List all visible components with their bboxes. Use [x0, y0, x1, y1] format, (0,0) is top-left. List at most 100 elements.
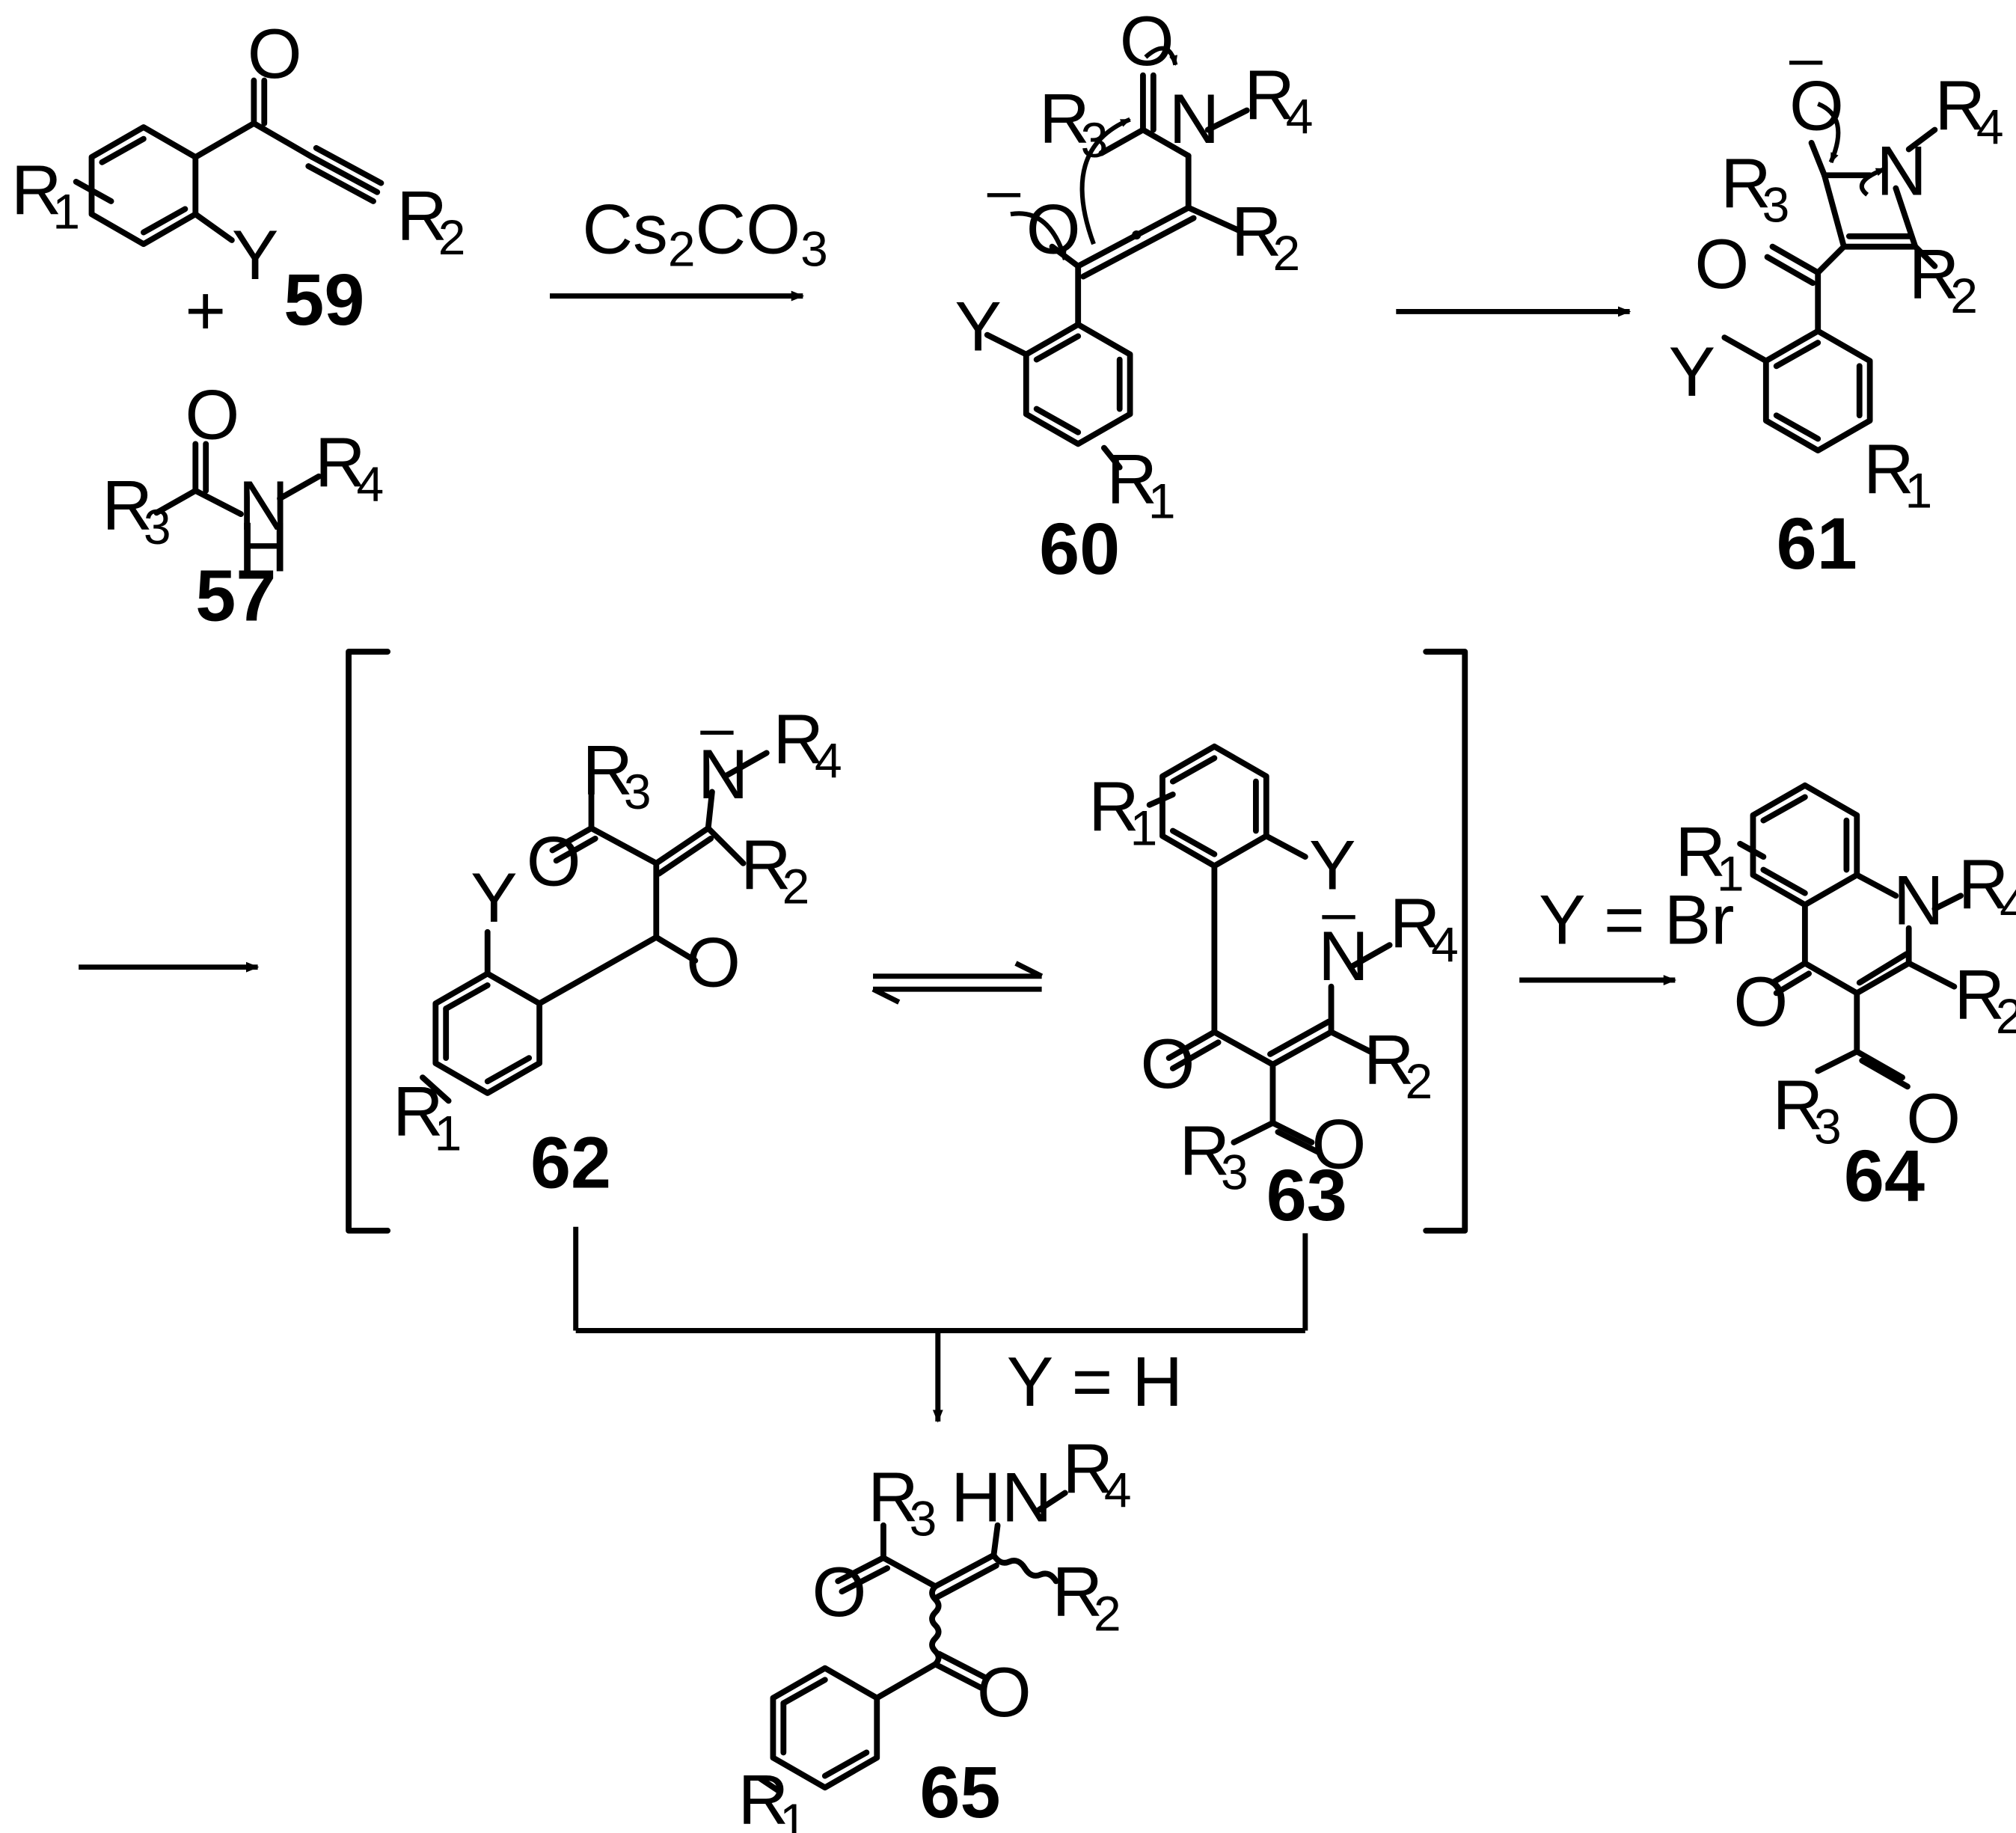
- left-bracket: [346, 649, 391, 1234]
- right-bracket: [1423, 649, 1468, 1234]
- compound-label: 59: [284, 259, 364, 340]
- atom-label: R: [11, 150, 62, 229]
- atom-label: 1: [1130, 801, 1158, 856]
- atom-label: R: [1106, 440, 1157, 518]
- compound-62-structure: O R 3 N – R 4 R 2 O Y R 1: [393, 694, 842, 1160]
- compound-label: 60: [1039, 508, 1120, 590]
- compound-label: 63: [1266, 1154, 1347, 1236]
- atom-label: O: [1694, 224, 1749, 303]
- compound-label: 57: [195, 554, 276, 636]
- atom-label: O: [248, 14, 302, 93]
- atom-label: H: [239, 507, 289, 586]
- atom-label: O: [1789, 67, 1844, 145]
- atom-label: R: [1772, 1066, 1823, 1145]
- compound-60-structure: O – O R 3 N R 4 R 2 Y R 1: [955, 1, 1313, 529]
- atom-label: R: [102, 466, 153, 545]
- atom-label: 3: [1221, 1144, 1248, 1199]
- atom-label: R: [1231, 192, 1282, 271]
- atom-label: 3: [1814, 1099, 1842, 1154]
- atom-label: R: [396, 177, 447, 255]
- atom-label: 2: [782, 859, 810, 914]
- atom-label: 4: [1104, 1462, 1132, 1517]
- atom-label: O: [185, 375, 239, 453]
- atom-label: N: [239, 466, 289, 545]
- atom-label: Y: [471, 858, 518, 937]
- atom-label: R: [393, 1072, 444, 1151]
- atom-label: Y: [1669, 332, 1716, 411]
- atom-label: 4: [815, 732, 842, 788]
- charge-label: –: [1322, 878, 1355, 945]
- plus-sign: +: [185, 272, 226, 350]
- atom-label: 1: [1148, 473, 1176, 528]
- atom-label: O: [527, 821, 581, 900]
- atom-label: O: [1906, 1079, 1961, 1157]
- atom-label: R: [741, 826, 791, 905]
- atom-label: R: [1721, 144, 1771, 223]
- atom-label: 1: [779, 1793, 807, 1833]
- atom-label: 3: [624, 764, 652, 819]
- charge-label: –: [1789, 24, 1823, 91]
- atom-label: R: [738, 1760, 789, 1833]
- atom-label: O: [1312, 1105, 1367, 1184]
- atom-label: R: [1934, 67, 1985, 145]
- atom-label: R: [1039, 79, 1090, 158]
- atom-label: R: [1390, 884, 1441, 963]
- atom-label: Y: [955, 287, 1002, 365]
- atom-label: Y: [1309, 826, 1356, 905]
- charge-label: –: [700, 694, 734, 760]
- compound-label: 62: [530, 1122, 611, 1204]
- atom-label: 2: [1094, 1585, 1121, 1641]
- compound-57-structure: O R 3 N H R 4: [102, 375, 384, 586]
- atom-label: R: [1062, 1429, 1113, 1508]
- atom-label: R: [773, 700, 824, 778]
- condition-label: Y = H: [1007, 1342, 1183, 1421]
- compound-label: 65: [920, 1751, 1001, 1833]
- atom-label: N: [698, 735, 749, 813]
- reagent-label: Cs2CO3: [582, 189, 827, 276]
- atom-label: R: [868, 1458, 919, 1537]
- atom-label: 3: [910, 1491, 937, 1546]
- atom-label: O: [1120, 1, 1174, 80]
- compound-label: 61: [1777, 503, 1857, 584]
- atom-label: 1: [435, 1105, 462, 1160]
- compound-61-structure: O – N R 4 R 3 R 2 O Y R 1: [1669, 24, 2004, 518]
- atom-label: Y: [232, 215, 279, 294]
- atom-label: 1: [1717, 845, 1744, 901]
- atom-label: 4: [2000, 878, 2016, 934]
- condition-label: Y = Br: [1539, 880, 1734, 958]
- atom-label: 4: [1431, 917, 1459, 973]
- compound-64-structure: R 1 N R 4 R 2 O O R 3: [1675, 782, 2016, 1157]
- compound-label: 64: [1844, 1135, 1925, 1217]
- atom-label: R: [1244, 56, 1295, 135]
- atom-label: 4: [356, 456, 384, 512]
- compound-65-structure: O R 3 HN R 4 R 2 O R 1: [738, 1429, 1132, 1833]
- atom-label: R: [1180, 1111, 1231, 1190]
- atom-label: N: [1893, 860, 1944, 939]
- atom-label: 3: [1762, 177, 1790, 233]
- equilibrium-arrow: [871, 961, 1044, 1005]
- merge-connector: [573, 1226, 1308, 1333]
- atom-label: O: [1026, 189, 1081, 268]
- atom-label: R: [1088, 767, 1139, 845]
- atom-label: R: [1675, 813, 1726, 891]
- atom-label: R: [1954, 955, 2005, 1034]
- atom-label: N: [1169, 79, 1220, 158]
- atom-label: 2: [1996, 988, 2016, 1044]
- atom-label: 4: [1976, 100, 2004, 155]
- atom-label: R: [1052, 1552, 1103, 1631]
- atom-label: HN: [951, 1458, 1052, 1537]
- atom-label: O: [1733, 962, 1788, 1041]
- atom-label: R: [1958, 845, 2009, 924]
- compound-59-structure: O R 1 R 2 Y: [11, 14, 466, 294]
- atom-label: O: [812, 1552, 866, 1631]
- atom-label: R: [1909, 235, 1960, 313]
- atom-label: 4: [1286, 89, 1314, 144]
- atom-label: 2: [438, 209, 466, 265]
- atom-label: R: [315, 423, 366, 502]
- atom-label: R: [1364, 1020, 1415, 1099]
- atom-label: R: [1863, 429, 1914, 508]
- atom-label: 2: [1272, 225, 1300, 281]
- atom-label: 1: [52, 183, 80, 239]
- compound-63-structure: R 1 Y N – R 4 R 2 O O R 3: [1088, 743, 1459, 1199]
